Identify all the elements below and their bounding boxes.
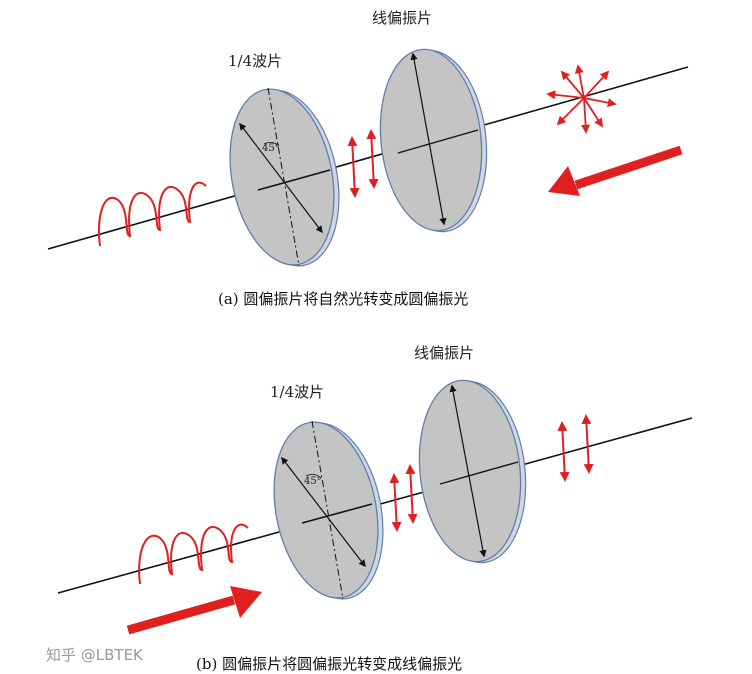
caption-b: (b) 圆偏振片将圆偏振光转变成线偏振光	[196, 655, 462, 673]
angle-label-b: 45°	[304, 476, 322, 487]
circular-wave-a	[98, 181, 207, 247]
propagation-arrow-b	[126, 586, 262, 635]
transmission-axis-arrow-b	[449, 384, 487, 558]
transmission-axis-arrow-a	[410, 52, 447, 226]
quarter-wave-plate-b: 45°	[273, 420, 384, 600]
linear-arrow-a1	[347, 136, 360, 198]
linear-arrow-a2	[366, 129, 379, 189]
fast-axis-arrow-b	[281, 456, 366, 568]
label-quarter-wave-a: 1/4波片	[228, 52, 282, 70]
panel-b: 45° 1/4波片 线偏振片 (b) 圆偏振片将圆偏振光转变成线偏振光	[57, 344, 693, 673]
panel-a: 45° 1/4波片 线	[47, 9, 689, 308]
linear-polarizer-a	[379, 48, 488, 233]
angle-label-a: 45°	[262, 143, 280, 154]
fast-axis-arrow-a	[239, 122, 323, 234]
linear-polarizer-b	[418, 379, 527, 564]
caption-a: (a) 圆偏振片将自然光转变成圆偏振光	[218, 290, 468, 308]
output-arrow-b1	[557, 421, 570, 482]
label-polarizer-b: 线偏振片	[414, 344, 474, 362]
label-polarizer-a: 线偏振片	[372, 9, 432, 27]
linear-arrow-b1	[389, 473, 402, 532]
quarter-wave-plate-a: 45°	[229, 87, 340, 267]
natural-light-star	[546, 64, 617, 134]
optical-axis-a	[47, 66, 689, 250]
propagation-arrow-a	[548, 145, 683, 196]
linear-arrow-b2	[405, 464, 418, 524]
label-quarter-wave-b: 1/4波片	[270, 383, 324, 401]
circular-wave-b	[138, 523, 249, 585]
watermark: 知乎 @LBTEK	[46, 646, 144, 664]
output-arrow-b2	[581, 414, 594, 474]
